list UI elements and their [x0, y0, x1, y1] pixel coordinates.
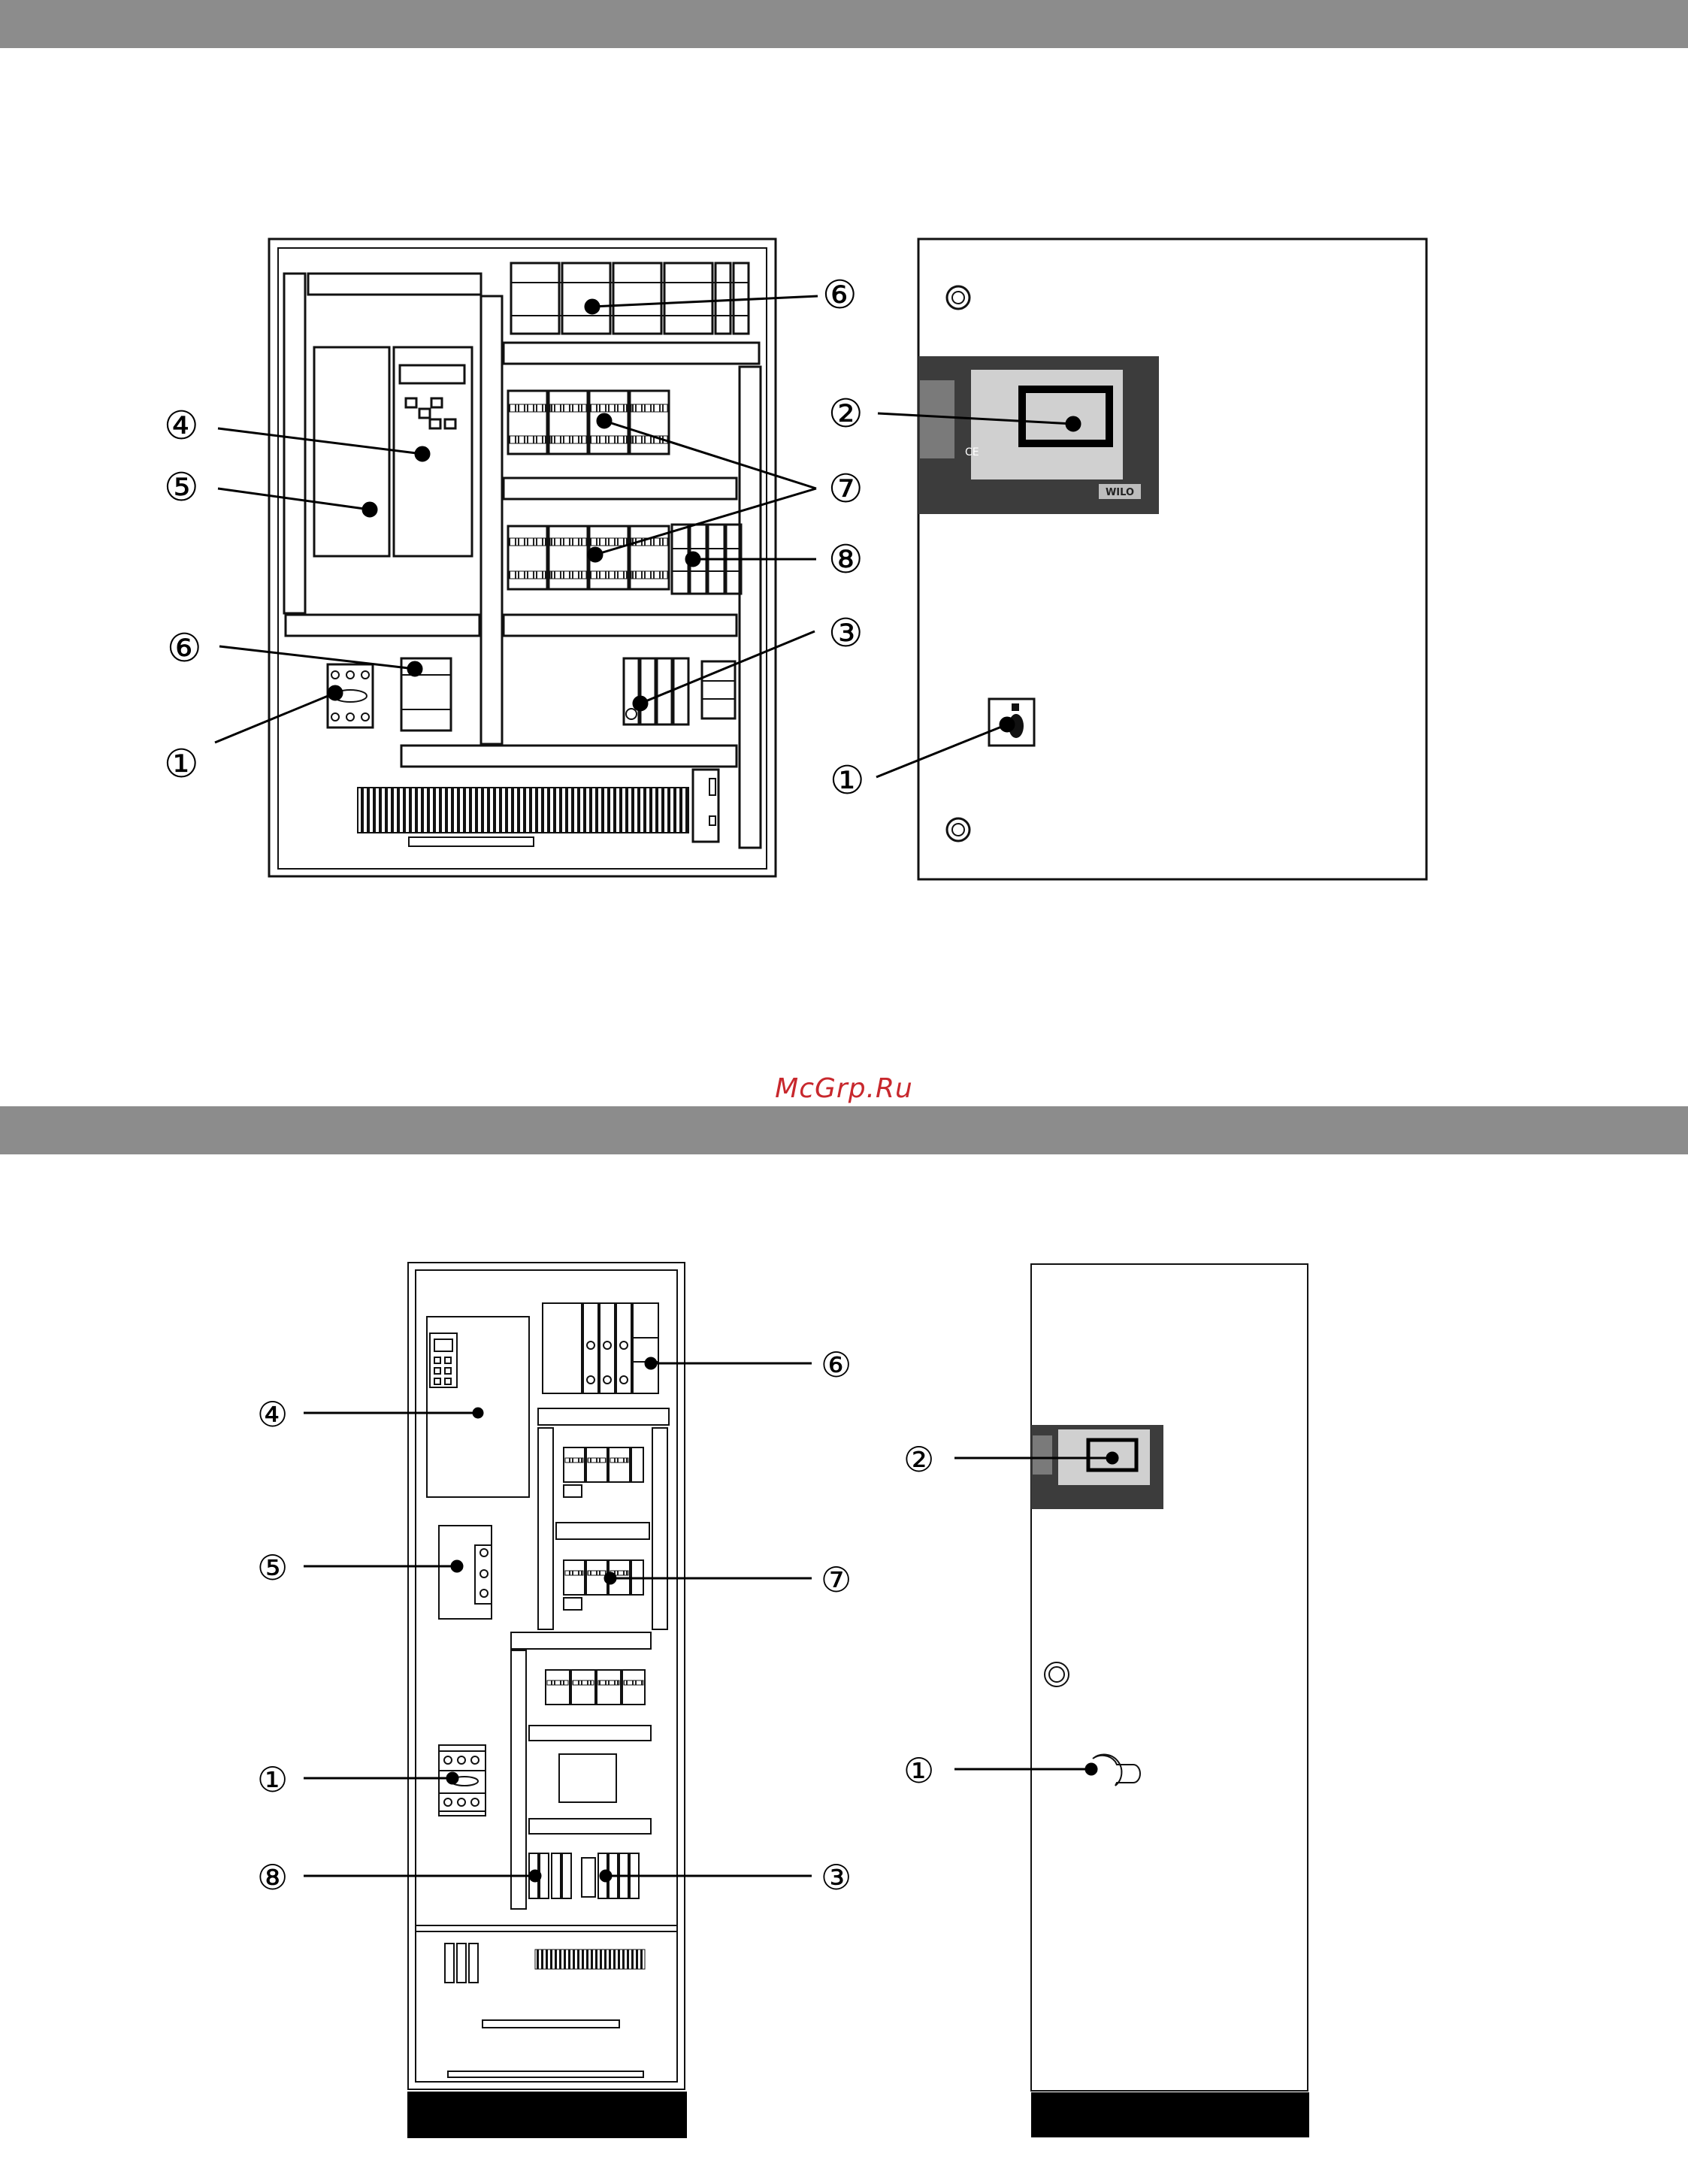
door-brand-logo: WILO — [1106, 487, 1134, 498]
callout-1-door: ① — [903, 1750, 934, 1791]
callout-4: ④ — [257, 1394, 288, 1435]
figure2-callouts: ⑥ ④ ② ⑤ ⑦ ① ① ⑧ ③ — [257, 1345, 934, 1898]
callout-1-interior: ① — [164, 742, 199, 787]
callout-5: ⑤ — [257, 1547, 288, 1588]
callout-6-top: ⑥ — [822, 273, 858, 318]
callout-8: ⑧ — [257, 1857, 288, 1898]
callout-8: ⑧ — [828, 537, 864, 582]
callout-7: ⑦ — [821, 1559, 852, 1600]
callout-4: ④ — [164, 404, 199, 449]
figure2-cabinet-door — [1031, 1264, 1309, 2137]
callout-2: ② — [828, 392, 864, 437]
door-ce-mark: CE — [965, 446, 979, 458]
callout-5: ⑤ — [164, 465, 199, 510]
figure2-cabinet-interior — [408, 1263, 686, 2137]
callout-7: ⑦ — [828, 467, 864, 512]
callout-1-door: ① — [830, 758, 865, 803]
callout-2: ② — [903, 1439, 934, 1480]
callout-3: ③ — [821, 1857, 852, 1898]
callout-3: ③ — [828, 611, 864, 656]
callout-1-interior: ① — [257, 1759, 288, 1800]
figure1-cabinet-door: WILO CE — [918, 239, 1426, 879]
callout-6: ⑥ — [821, 1345, 852, 1385]
callout-6-lower: ⑥ — [167, 626, 202, 671]
figure2-leader-lines — [304, 1358, 1118, 1881]
